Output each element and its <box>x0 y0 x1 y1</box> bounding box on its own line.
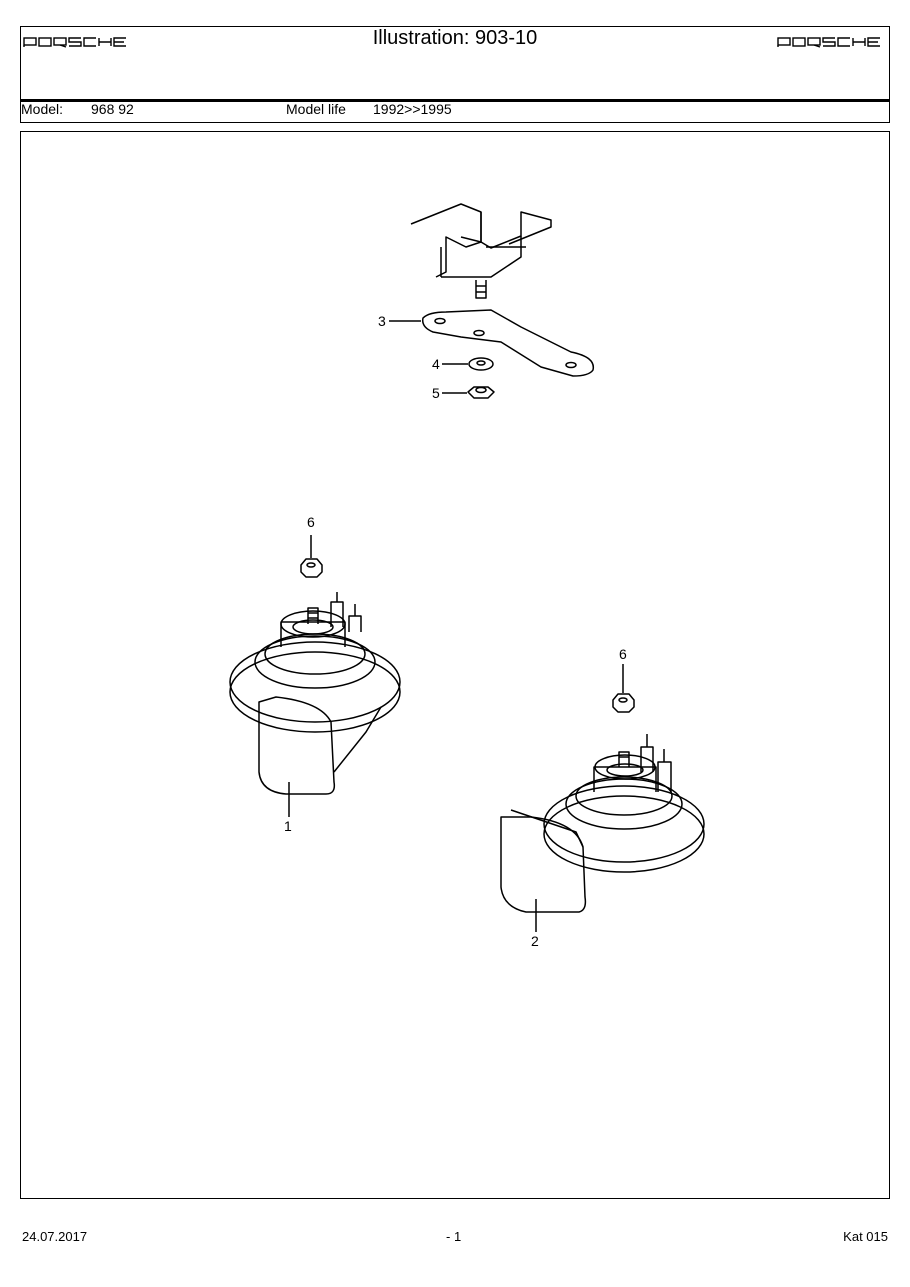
callout-2: 2 <box>531 933 539 949</box>
model-life-value: 1992>>1995 <box>373 101 452 117</box>
model-value: 968 92 <box>91 101 134 117</box>
callout-1: 1 <box>284 818 292 834</box>
parts-diagram: 3 4 5 6 1 6 2 <box>229 203 705 949</box>
part-6-nut-left <box>300 535 323 578</box>
header-divider <box>21 99 889 102</box>
part-4-washer <box>442 357 494 371</box>
body-mount-bracket <box>410 203 552 299</box>
part-5-nut <box>442 386 495 399</box>
drawing-area: 3 4 5 6 1 6 2 <box>20 131 890 1199</box>
porsche-logo-left <box>23 37 126 48</box>
footer-page-number: - 1 <box>446 1229 462 1244</box>
callout-5: 5 <box>432 385 440 401</box>
model-label: Model: <box>21 101 64 117</box>
header-frame: Illustration: 903-10 Model: 968 92 Model… <box>20 26 890 123</box>
part-3-bracket <box>389 309 595 377</box>
callout-3: 3 <box>378 313 386 329</box>
callout-6-left: 6 <box>307 514 315 530</box>
footer-date: 24.07.2017 <box>22 1229 88 1244</box>
illustration-title: Illustration: 903-10 <box>372 27 538 49</box>
porsche-logo-right <box>777 37 880 48</box>
callout-6-right: 6 <box>619 646 627 662</box>
part-2-horn-right <box>500 734 705 932</box>
model-life-label: Model life <box>286 101 346 117</box>
part-6-nut-right <box>612 664 635 713</box>
callout-4: 4 <box>432 356 440 372</box>
part-1-horn-left <box>229 592 401 817</box>
footer-catalog: Kat 015 <box>843 1229 888 1244</box>
